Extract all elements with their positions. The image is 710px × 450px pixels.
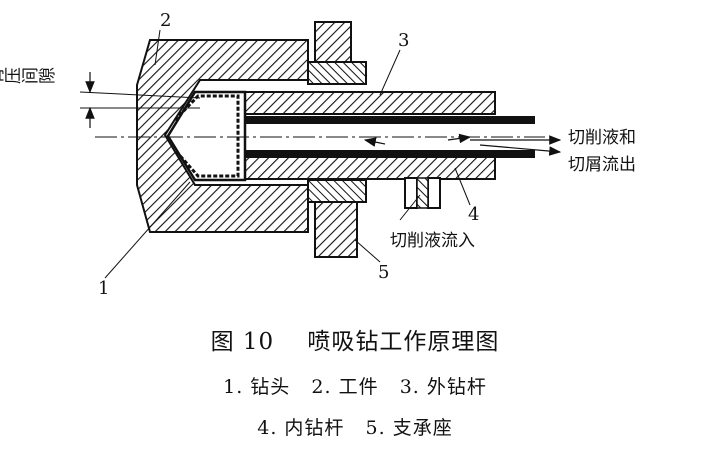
figure-title: 图 10 喷吸钻工作原理图 (210, 329, 500, 355)
boring-principle-diagram: 背压间隙 切削液和 切屑流出 切削液流入 1 2 3 4 5 (0, 10, 636, 299)
outer-drill-pipe (239, 91, 496, 180)
back-pressure-gap-label: 背压间隙 (0, 68, 55, 89)
outflow-label-line1: 切削液和 (568, 128, 636, 148)
support-seat (307, 21, 367, 258)
drill-head (166, 90, 247, 182)
back-pressure-gap-marker (79, 72, 201, 128)
leader-lines (104, 29, 471, 279)
coolant-inlet-port (404, 177, 441, 209)
part-number-1: 1 (98, 278, 109, 299)
part-number-5: 5 (378, 262, 389, 283)
part-number-3: 3 (398, 30, 409, 51)
legend-line-1: 1. 钻头 2. 工件 3. 外钻杆 (223, 376, 487, 398)
inflow-label: 切削液流入 (390, 231, 475, 251)
inner-drill-pipe (245, 116, 535, 158)
part-number-4: 4 (468, 204, 479, 225)
part-number-2: 2 (160, 10, 171, 31)
flow-arrows (363, 133, 562, 156)
outflow-label-line2: 切屑流出 (568, 155, 636, 175)
legend-line-2: 4. 内钻杆 5. 支承座 (257, 417, 453, 439)
